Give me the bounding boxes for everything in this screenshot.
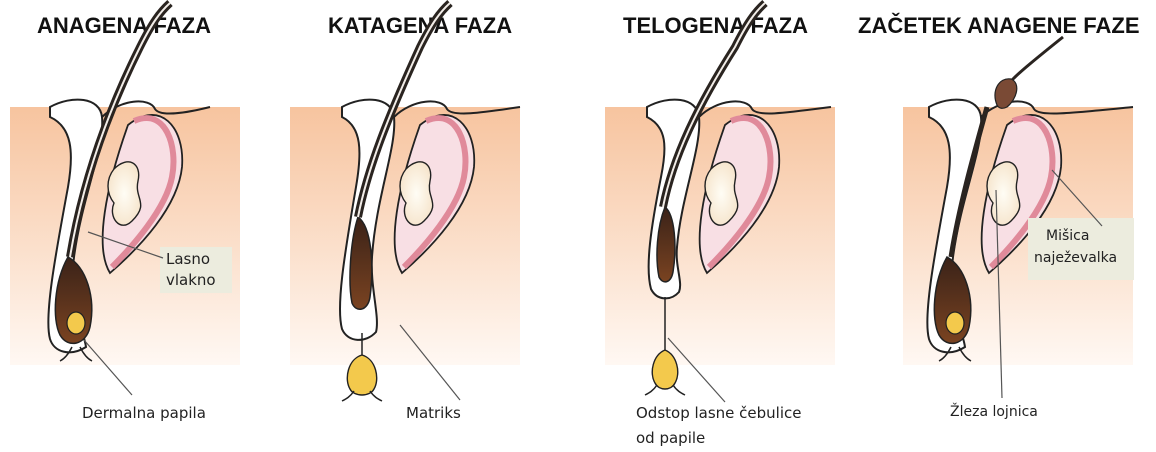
label-bulb-detachment-line1: Odstop lasne čebulice <box>636 404 801 422</box>
label-matrix-text: Matriks <box>406 404 461 422</box>
label-dermal-papilla-text: Dermalna papila <box>82 404 206 422</box>
label-arrector-muscle-line2: naježevalka <box>1034 250 1117 266</box>
label-sebaceous-gland-text: Žleza lojnica <box>950 402 1038 420</box>
panel-title-anagen: ANAGENA FAZA <box>37 13 211 38</box>
panel-early-anagen: ZAČETEK ANAGENE FAZE <box>858 13 1140 365</box>
label-bulb-detachment-line2: od papile <box>636 429 705 447</box>
panel-title-early-anagen: ZAČETEK ANAGENE FAZE <box>858 13 1140 38</box>
panel-anagen: ANAGENA FAZA <box>10 3 240 365</box>
panel-catagen: KATAGENA FAZA <box>290 3 520 401</box>
label-arrector-muscle-line1: Mišica <box>1046 228 1089 244</box>
label-hair-fiber-line2: vlakno <box>166 271 216 289</box>
panel-telogen: TELOGENA FAZA <box>605 3 835 395</box>
panel-title-catagen: KATAGENA FAZA <box>328 13 512 38</box>
label-hair-fiber-line1: Lasno <box>166 250 210 268</box>
panel-title-telogen: TELOGENA FAZA <box>623 13 808 38</box>
